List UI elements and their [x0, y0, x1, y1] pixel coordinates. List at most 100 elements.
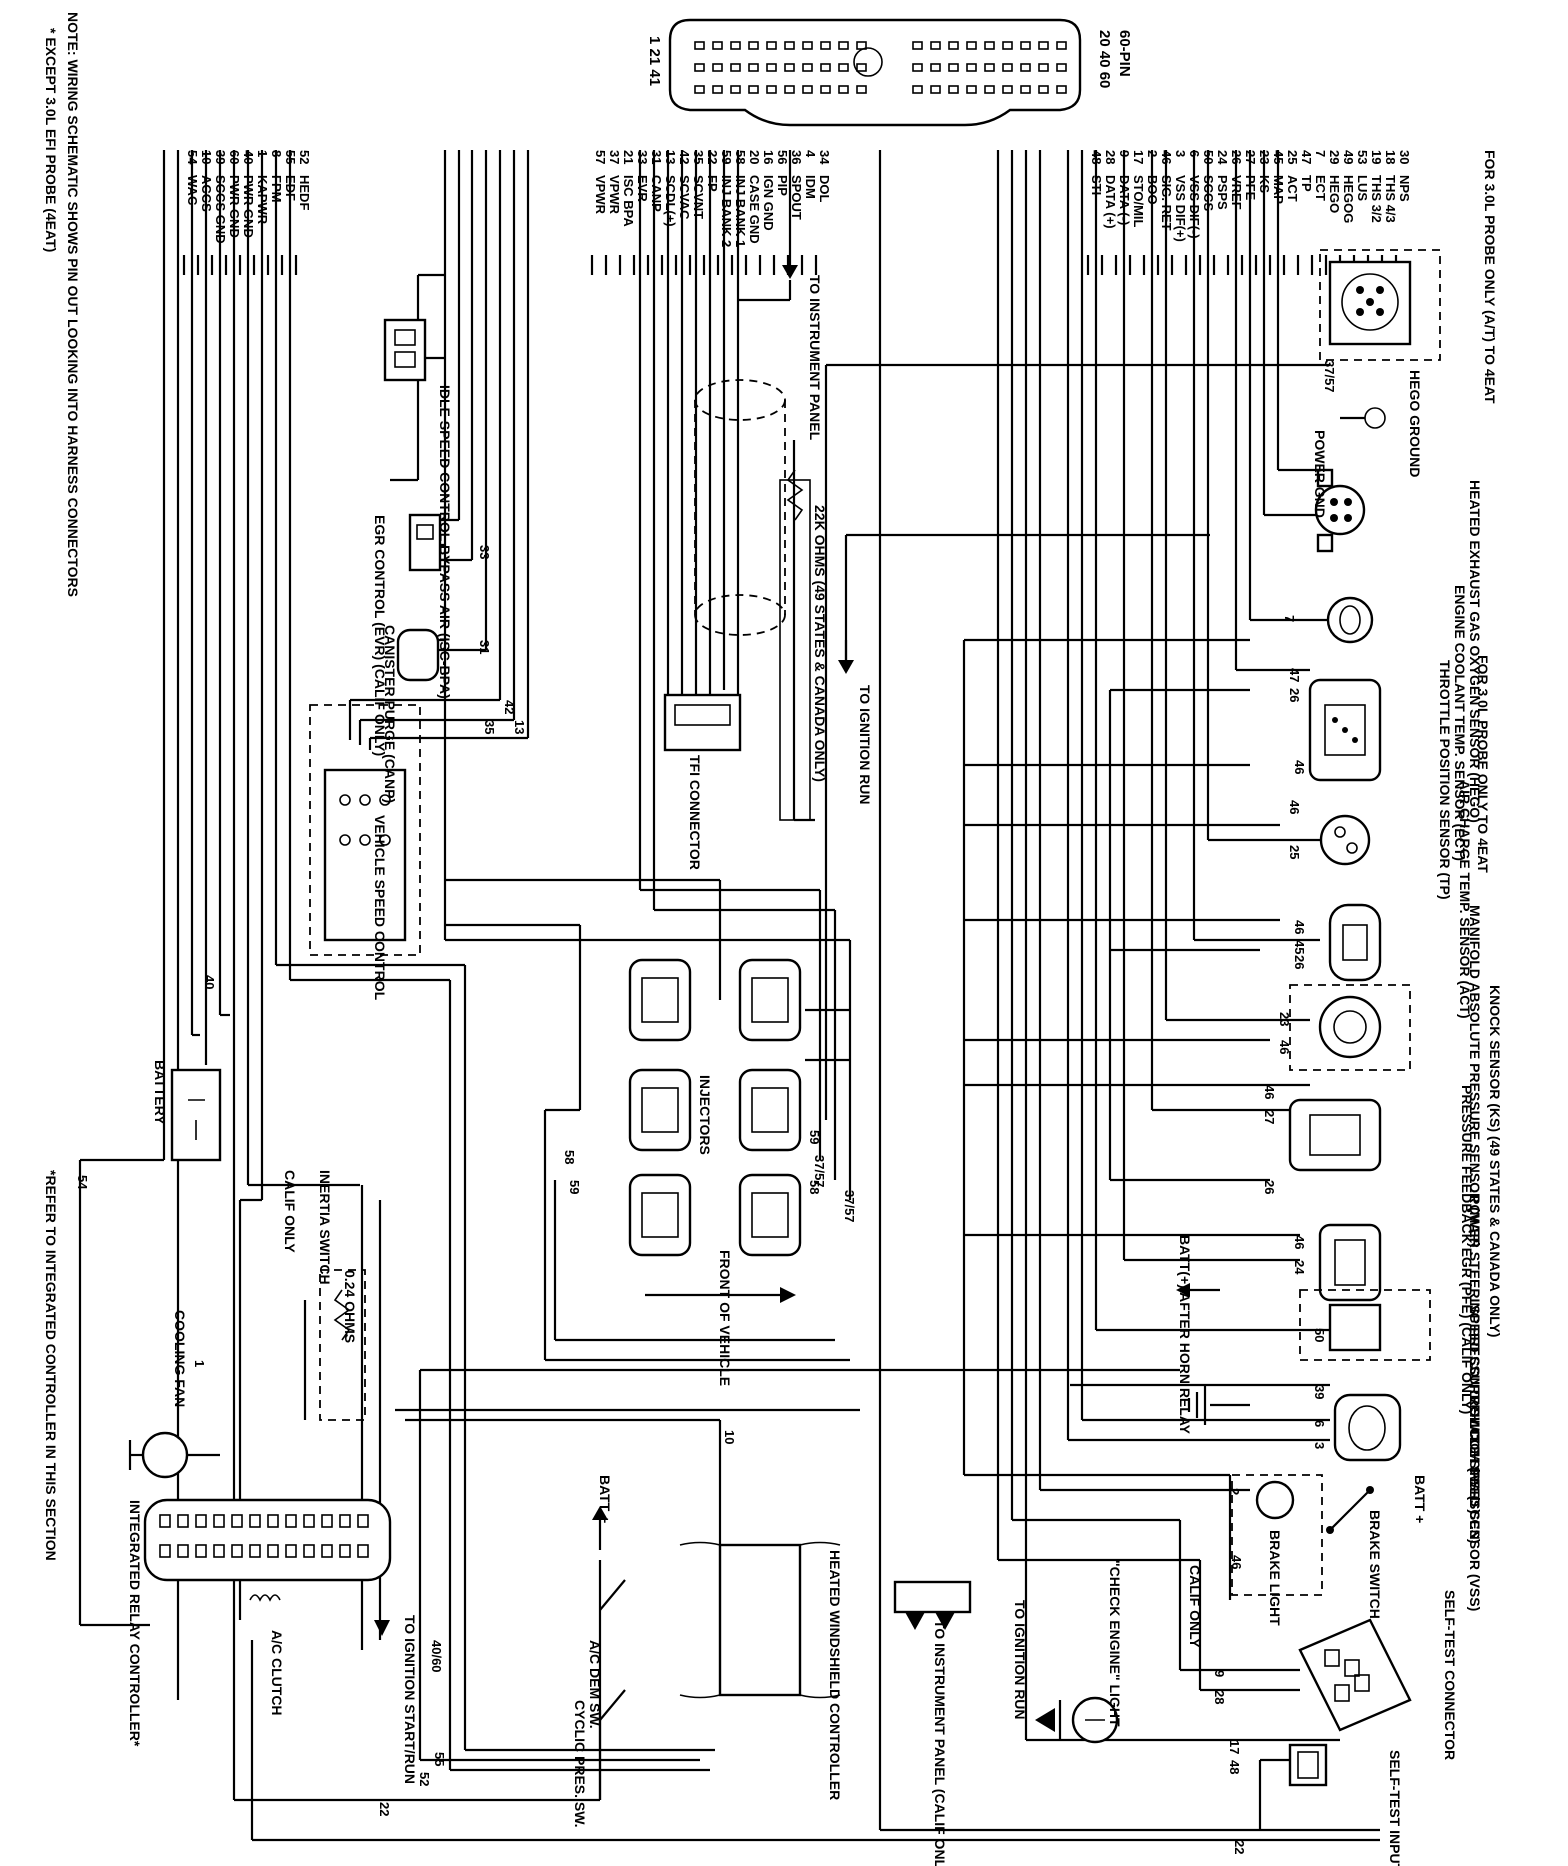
pin-name: IDM	[803, 175, 818, 199]
pin-name: THS 3/2	[1369, 175, 1384, 223]
windshield-label: HEATED WINDSHIELD CONTROLLER	[827, 1550, 843, 1800]
wire-label: 9	[1212, 1670, 1227, 1677]
pin-number: 33	[635, 150, 650, 164]
pin-hole	[802, 41, 813, 50]
self-test-label: SELF-TEST CONNECTOR	[1442, 1590, 1458, 1760]
hego-connector-symbol	[1314, 468, 1366, 553]
pin-hole	[1020, 41, 1031, 50]
pin-hole	[984, 41, 995, 50]
pin-hole	[948, 41, 959, 50]
wire-label: 45	[1292, 940, 1307, 954]
act-connector-symbol	[1319, 814, 1371, 866]
wire-label: 46	[1292, 760, 1307, 774]
act-label: AIR CHARGE TEMP. SENSOR (ACT)	[1457, 780, 1473, 1019]
pin-number: 22	[705, 150, 720, 164]
pin-hole	[820, 41, 831, 50]
pin-hole	[930, 41, 941, 50]
wire-label: 50	[1312, 1328, 1327, 1342]
pin-number: 30	[1397, 150, 1412, 164]
wire-label: 46	[1287, 800, 1302, 814]
wire-label: 31	[477, 640, 492, 654]
ac-clutch-symbol	[249, 1594, 281, 1602]
brake-switch-symbol	[1231, 1474, 1374, 1596]
wire-label: 37/57	[1322, 360, 1337, 393]
vss-label: VEHICLE SPEED SENSOR (VSS)	[1467, 1395, 1483, 1611]
ac-dem-label: A/C DEM SW.	[587, 1640, 603, 1729]
inertia-switch-symbol	[303, 1269, 366, 1421]
wire-label: 37/57	[842, 1190, 857, 1223]
pin-hole	[784, 85, 795, 94]
wire-label: 37/57	[812, 1155, 827, 1188]
sti-connector-symbol	[1288, 1743, 1328, 1787]
injector	[738, 1173, 802, 1257]
pin-name: DATA (+)	[1103, 175, 1118, 229]
ignition-start-arrow	[374, 1620, 390, 1636]
pin-hole	[1002, 85, 1013, 94]
irc-pin	[195, 1514, 207, 1528]
irc-pin	[357, 1514, 369, 1528]
pin-name: CANP	[649, 175, 664, 212]
irc-pin	[249, 1514, 261, 1528]
pin-name: LUS	[1355, 175, 1370, 201]
pin-name: PIP	[775, 175, 790, 196]
pin-name: SCDL(+)	[663, 175, 678, 227]
instrument-panel-arrow-top	[782, 150, 798, 279]
pin-name: ISC BPA	[621, 175, 636, 227]
wire-label: 55	[432, 1752, 447, 1766]
ect-connector-symbol	[1326, 596, 1374, 644]
irc-pin	[303, 1514, 315, 1528]
irc-pin	[177, 1514, 189, 1528]
wire-label: 40	[202, 975, 217, 989]
batt-ac-label: BATT +	[597, 1475, 613, 1523]
wire-label: 17	[1227, 1740, 1242, 1754]
wire-label: 48	[1227, 1760, 1242, 1774]
pin-hole	[1020, 85, 1031, 94]
pin-hole	[948, 63, 959, 72]
pin-hole	[1002, 41, 1013, 50]
pin-number: 28	[1103, 150, 1118, 164]
pin-hole	[856, 85, 867, 94]
pin-hole	[784, 41, 795, 50]
pin-hole	[820, 63, 831, 72]
irc-pin	[231, 1544, 243, 1558]
irc-pin	[303, 1544, 315, 1558]
pin-name: VPWR	[607, 175, 622, 215]
pin-number: 37	[607, 150, 622, 164]
evr-connector-symbol	[408, 513, 442, 572]
pin-hole	[930, 63, 941, 72]
pin-hole	[912, 63, 923, 72]
pin-number: 34	[817, 150, 832, 165]
tp-connector-symbol	[1308, 678, 1382, 782]
pin-number: 25	[1285, 150, 1300, 164]
pin-hole	[730, 41, 741, 50]
actuator-wiring	[78, 150, 1380, 1842]
wire-label: 22	[1232, 1840, 1247, 1854]
map-connector-symbol	[1328, 903, 1382, 982]
wire-label: 27	[1262, 1110, 1277, 1124]
wire-label: 26	[1287, 688, 1302, 702]
injector	[628, 958, 692, 1042]
pin-hole	[1020, 63, 1031, 72]
wire-label: 26	[1292, 955, 1307, 969]
tp-label: THROTTLE POSITION SENSOR (TP)	[1437, 660, 1453, 900]
batt-horn-label: BATT(+) AFTER HORN RELAY	[1177, 1235, 1193, 1435]
pin-name: ECT	[1313, 175, 1328, 201]
pin-hole	[912, 41, 923, 50]
ignition-run-arrow	[838, 640, 854, 674]
note-refer-controller: *REFER TO INTEGRATED CONTROLLER IN THIS …	[43, 1170, 59, 1561]
front-label: FRONT OF VEHICLE	[717, 1250, 733, 1386]
pin-name: DOL	[817, 175, 832, 203]
tfi-label: TFI CONNECTOR	[687, 755, 703, 870]
pin-hole	[948, 85, 959, 94]
pin-hole	[802, 63, 813, 72]
irc-pin	[267, 1514, 279, 1528]
irc-pin	[195, 1544, 207, 1558]
